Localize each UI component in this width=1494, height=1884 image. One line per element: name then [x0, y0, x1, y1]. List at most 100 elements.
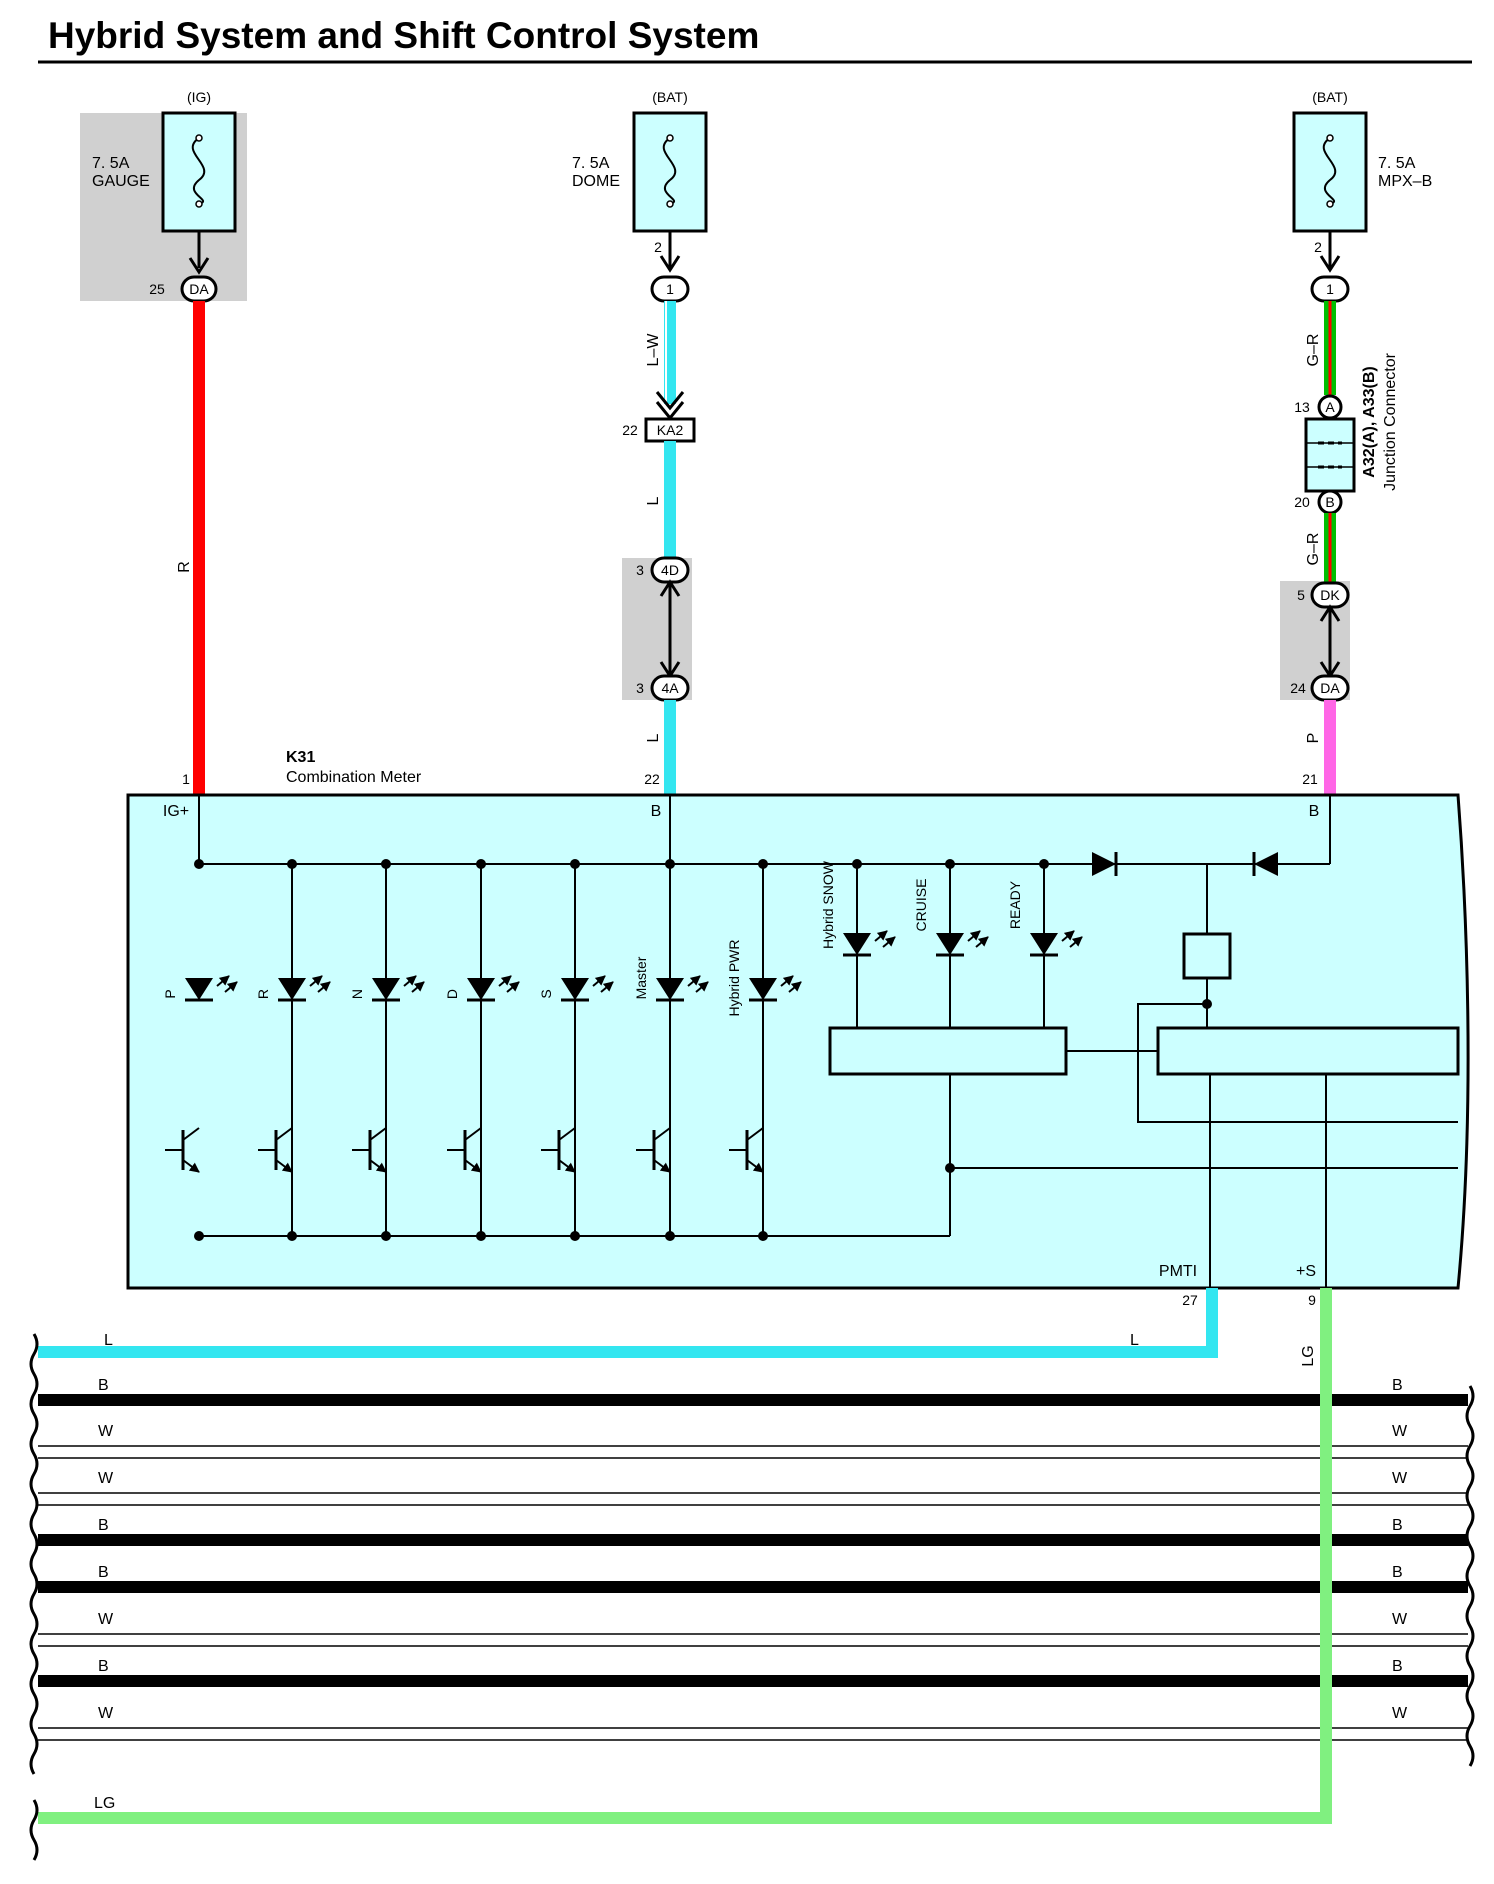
wire-l-mid-label: L: [645, 496, 662, 505]
connector-4a-name: 4A: [661, 680, 679, 696]
wire-p-label: P: [1305, 733, 1322, 744]
dome-arrow: [659, 255, 681, 273]
indicator-label-6: Hybrid PWR: [726, 939, 742, 1016]
bus-node-7: [852, 859, 862, 869]
junction-pin-b-name: B: [1325, 494, 1334, 510]
indicator-label-2: N: [349, 989, 365, 999]
transistor-collector-0: [182, 1127, 200, 1141]
junction-pin-a-name: A: [1325, 399, 1335, 415]
meter-pin-b2: 21: [1302, 771, 1318, 787]
bus-label-left-1: W: [98, 1423, 114, 1440]
led-ray-a-4: [592, 975, 606, 987]
fuse-mpxb-source: (BAT): [1312, 89, 1348, 105]
fuse-gauge-rating: 7. 5A: [92, 155, 130, 172]
fuse-gauge: [161, 111, 237, 233]
led-ray-b-0: [224, 981, 238, 993]
meter-pin-pmti: 27: [1182, 1292, 1198, 1308]
led-1: [278, 978, 306, 1000]
indicator-label-1: R: [255, 989, 271, 999]
fuse-gauge-name: GAUGE: [92, 173, 150, 190]
led-9: [1030, 933, 1058, 955]
fuse-mpxb-pin: 2: [1314, 239, 1322, 255]
bus-label-left-3: B: [98, 1517, 109, 1534]
led-ray-b-7: [882, 936, 896, 948]
fuse-dome-rating: 7. 5A: [572, 155, 610, 172]
indicator-label-3: D: [444, 989, 460, 999]
bus-node-5: [665, 859, 675, 869]
wire-g-r-top-label: G–R: [1305, 334, 1322, 367]
wire-g-r-mid-label: G–R: [1305, 533, 1322, 566]
junction-code: A32(A), A33(B): [1361, 366, 1378, 477]
led-ray-b-3: [506, 981, 520, 993]
wire-l-w-label: L–W: [645, 333, 662, 367]
bus-node-8: [945, 859, 955, 869]
led-ray-a-9: [1061, 930, 1075, 942]
led-ray-a-5: [687, 975, 701, 987]
bus-label-right-6: B: [1392, 1658, 1403, 1675]
bus-label-right-5: W: [1392, 1611, 1408, 1628]
connector-da-1-pin: 25: [149, 281, 165, 297]
meter-term-pmti: PMTI: [1159, 1263, 1197, 1280]
transistor-collector-4: [558, 1127, 576, 1141]
bus-label-right-0: B: [1392, 1377, 1403, 1394]
led-5: [656, 978, 684, 1000]
bus-node-6: [758, 859, 768, 869]
fuse-gauge-source: (IG): [187, 89, 211, 105]
relay-feedback: [1137, 1003, 1458, 1123]
led-ray-b-8: [975, 936, 989, 948]
indicator-label-0: P: [162, 989, 178, 998]
led-ray-a-3: [498, 975, 512, 987]
connector-da-3-pin: 24: [1290, 680, 1306, 696]
led-ray-a-2: [403, 975, 417, 987]
led-ray-b-2: [411, 981, 425, 993]
wire-pmti-label-right: L: [1130, 1332, 1139, 1349]
meter-pin-ig: 1: [182, 771, 190, 787]
connector-da-1-name: DA: [189, 281, 209, 297]
led-4: [561, 978, 589, 1000]
meter-name: Combination Meter: [286, 769, 422, 786]
indicator-label-5: Master: [633, 956, 649, 999]
bus-label-right-2: W: [1392, 1470, 1408, 1487]
bus-node-0: [194, 859, 204, 869]
junction-pin-b-num: 20: [1294, 494, 1310, 510]
junction-name: Junction Connector: [1382, 352, 1399, 491]
transistor-emitter-6: [746, 1159, 764, 1173]
bus-label-left-5: W: [98, 1611, 114, 1628]
break-left-main: [29, 1333, 39, 1775]
bus-label-left-7: W: [98, 1705, 114, 1722]
connector-dk-pin: 5: [1297, 587, 1305, 603]
led-ray-b-4: [600, 981, 614, 993]
combination-meter-box: [126, 793, 1470, 1290]
connector-mpxb-1-term: 1: [1326, 281, 1334, 297]
transistor-collector-5: [653, 1127, 671, 1141]
meter-term-b2: B: [1309, 803, 1320, 820]
bus-node-9: [1039, 859, 1049, 869]
bus-label-left-2: W: [98, 1470, 114, 1487]
break-right-main: [1465, 1385, 1475, 1767]
led-ray-a-1: [309, 975, 323, 987]
connector-4d-pin: 3: [636, 562, 644, 578]
connector-dome-1-term: 1: [666, 281, 674, 297]
meter-code: K31: [286, 749, 315, 766]
diode-1: [1092, 852, 1118, 876]
gauge-arrow: [188, 257, 210, 275]
bus-label-right-4: B: [1392, 1564, 1403, 1581]
break-left-lg: [29, 1799, 39, 1861]
led-ray-a-0: [216, 975, 230, 987]
page-title: Hybrid System and Shift Control System: [48, 15, 759, 56]
break-marks: [29, 1333, 1475, 1861]
indicator-label-7: Hybrid SNOW: [820, 860, 836, 949]
led-ray-a-7: [874, 930, 888, 942]
transistor-emitter-4: [558, 1159, 576, 1173]
bus-label-left-4: B: [98, 1564, 109, 1581]
bus-label-right-7: W: [1392, 1705, 1408, 1722]
junction-connector: [1304, 417, 1356, 493]
mpxb-arrow: [1319, 255, 1341, 273]
wire-r-label: R: [176, 561, 193, 573]
transistor-emitter-3: [464, 1159, 482, 1173]
led-0: [185, 978, 213, 1000]
meter-term-ig: IG+: [163, 803, 189, 820]
transistor-emitter-2: [369, 1159, 387, 1173]
